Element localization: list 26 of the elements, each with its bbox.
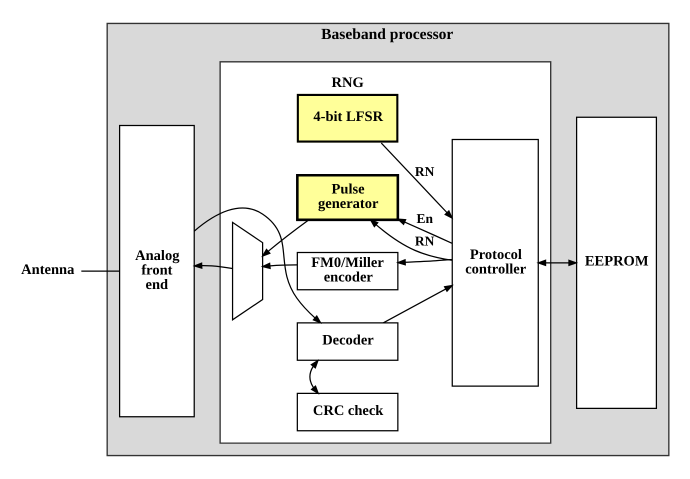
arrow xyxy=(194,207,322,324)
arrow xyxy=(396,258,452,266)
cluster xyxy=(219,61,552,444)
arrow xyxy=(261,220,309,258)
arrow xyxy=(536,259,578,266)
arrow xyxy=(380,142,454,220)
node-box: Decoder xyxy=(296,322,398,361)
node-trapezoid xyxy=(232,221,264,321)
node-box: EEPROM xyxy=(576,116,658,410)
arrow xyxy=(382,284,454,324)
node-box: Analog front end xyxy=(118,124,195,418)
edge-label: En xyxy=(416,210,433,226)
edge-label: RN xyxy=(414,164,434,180)
arrow xyxy=(309,359,320,395)
arrow xyxy=(192,262,233,270)
edge-label: RN xyxy=(414,234,434,249)
node-box: Protocol controller xyxy=(452,138,539,387)
node-box: Pulse generator xyxy=(296,174,400,222)
arrow xyxy=(396,218,452,244)
connector xyxy=(81,270,120,272)
arrow xyxy=(260,262,298,270)
arrow xyxy=(369,218,452,261)
node-box: CRC check xyxy=(296,392,398,432)
node-text: Antenna xyxy=(21,262,74,278)
node-box: FM0/Miller encoder xyxy=(296,252,398,290)
node-label: RNG xyxy=(332,74,364,91)
